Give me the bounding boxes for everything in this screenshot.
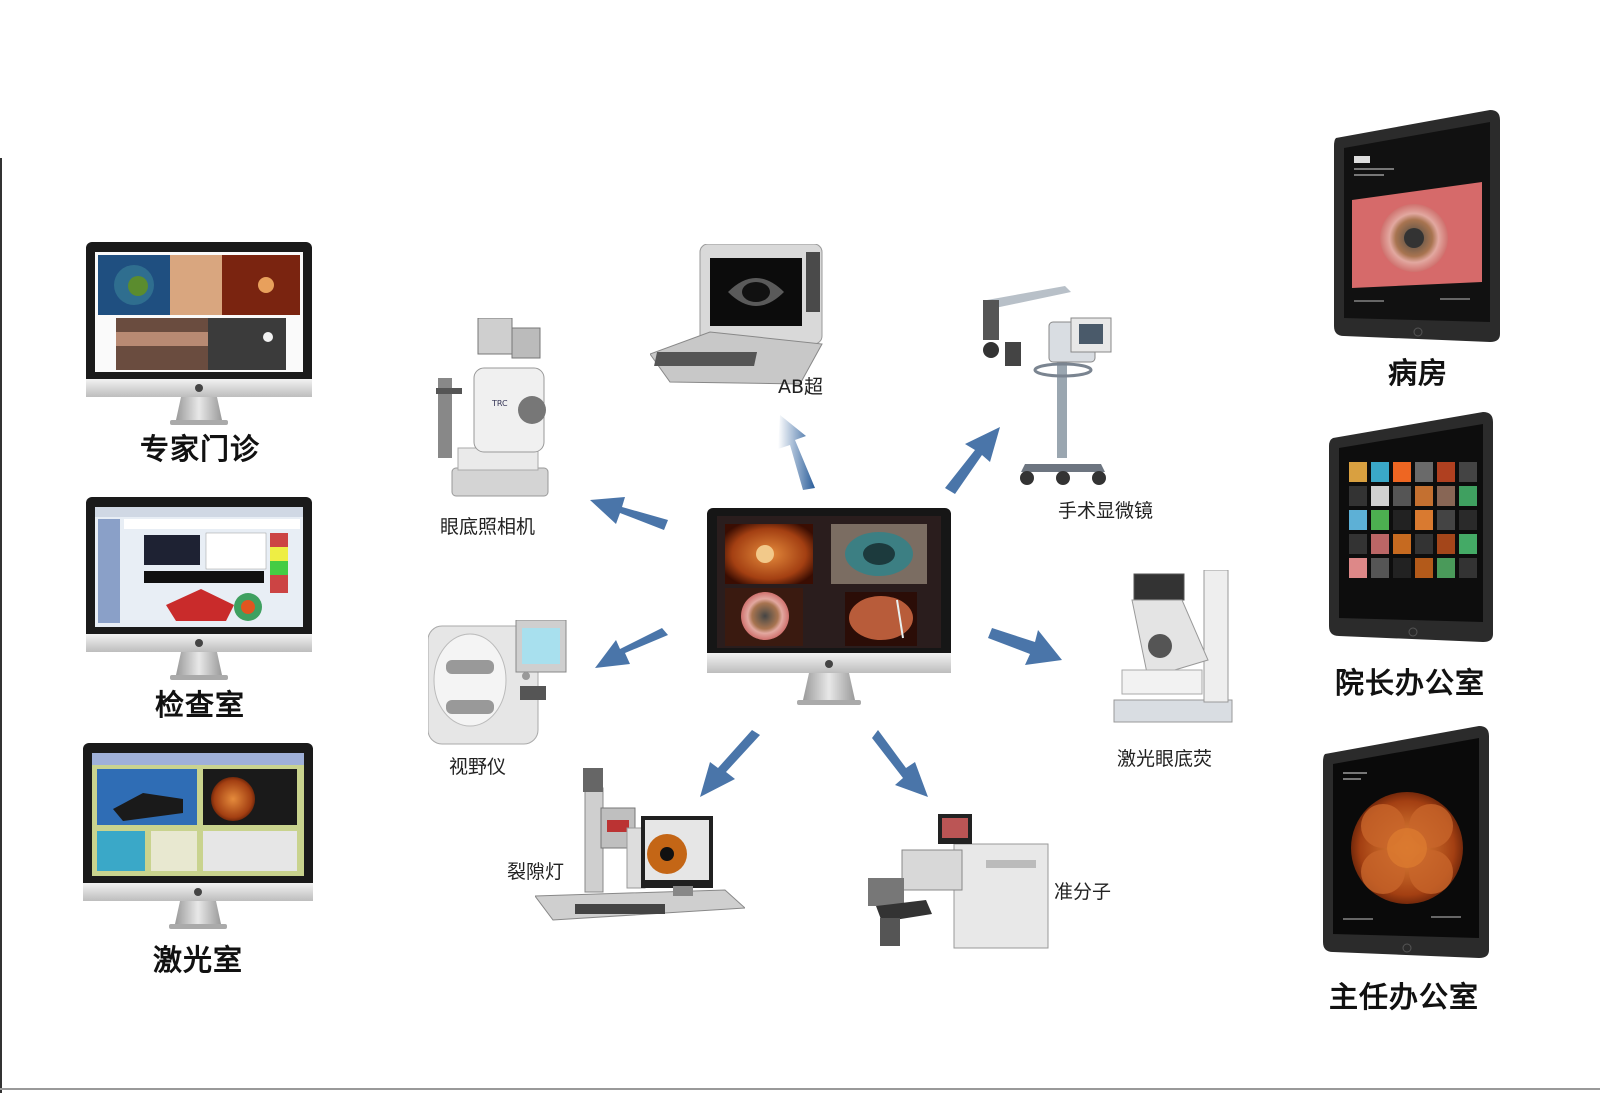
surgical-microscope-device bbox=[975, 272, 1135, 490]
label-laser-angiography: 激光眼底荧 bbox=[1117, 748, 1213, 770]
label-director-office: 主任办公室 bbox=[1328, 980, 1479, 1014]
apple-logo-icon bbox=[195, 639, 203, 647]
ipad-dean-office bbox=[1327, 412, 1495, 644]
label-excimer: 准分子 bbox=[1054, 881, 1112, 903]
label-exam-room: 检查室 bbox=[154, 688, 245, 722]
apple-logo-icon bbox=[825, 660, 833, 668]
excimer-laser-device bbox=[862, 814, 1050, 950]
label-fundus-camera: 眼底照相机 bbox=[440, 516, 536, 538]
imac-expert-clinic bbox=[86, 242, 312, 427]
apple-logo-icon bbox=[194, 888, 202, 896]
label-visual-field: 视野仪 bbox=[449, 756, 507, 778]
arrow-icon bbox=[988, 628, 1062, 665]
left-edge-line bbox=[0, 158, 2, 1093]
arrow-icon bbox=[590, 497, 668, 530]
svg-text:TRC: TRC bbox=[491, 399, 508, 408]
imac-exam-room bbox=[86, 497, 312, 682]
apple-logo-icon bbox=[195, 384, 203, 392]
bottom-edge-line bbox=[0, 1088, 1600, 1090]
arrow-icon bbox=[778, 415, 815, 490]
label-laser-room: 激光室 bbox=[152, 943, 243, 977]
label-expert-clinic: 专家门诊 bbox=[139, 432, 260, 466]
label-ab-ultrasound: AB超 bbox=[778, 376, 824, 398]
label-ward: 病房 bbox=[1387, 356, 1448, 390]
ipad-ward bbox=[1330, 110, 1502, 344]
laser-angiography-device bbox=[1112, 570, 1234, 726]
arrow-icon bbox=[595, 628, 668, 668]
label-dean-office: 院长办公室 bbox=[1334, 666, 1485, 700]
label-slit-lamp: 裂隙灯 bbox=[507, 861, 565, 883]
central-imac bbox=[707, 508, 951, 708]
label-surgical-microscope: 手术显微镜 bbox=[1058, 500, 1154, 522]
ipad-director-office bbox=[1319, 726, 1491, 960]
fundus-camera-device: TRC bbox=[432, 318, 554, 498]
imac-laser-room bbox=[83, 743, 313, 931]
ab-ultrasound-device bbox=[650, 244, 828, 386]
slit-lamp-device bbox=[535, 768, 745, 926]
visual-field-device bbox=[428, 620, 568, 748]
arrow-icon bbox=[872, 730, 928, 797]
